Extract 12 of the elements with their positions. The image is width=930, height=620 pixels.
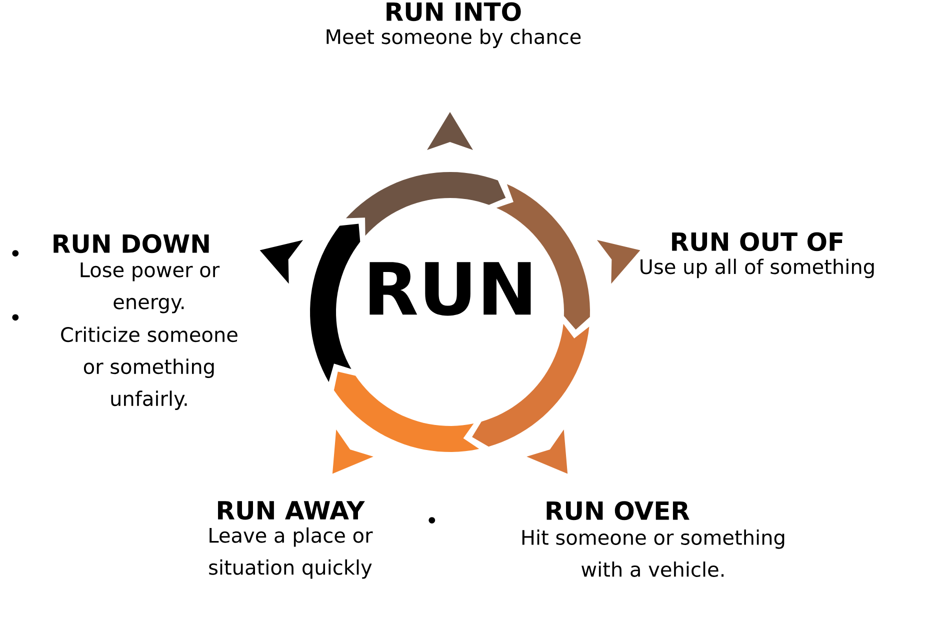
heading: RUN OVER <box>546 501 690 520</box>
definition: Use up all of something <box>640 258 874 278</box>
definition: Meet someone by chance <box>326 28 581 48</box>
heading: RUN DOWN <box>54 234 209 254</box>
center-word: RUN <box>370 262 531 316</box>
heading: RUN INTO <box>386 2 521 22</box>
definition: Leave a place or situation quickly <box>209 527 373 579</box>
bullet-item: Lose power or energy. <box>80 262 220 314</box>
bullet-item: Criticize someone or something unfairly. <box>61 326 238 410</box>
heading: RUN OUT OF <box>672 232 842 252</box>
bullet-item: Hit someone or something with a vehicle. <box>522 530 784 577</box>
heading: RUN AWAY <box>218 501 365 520</box>
